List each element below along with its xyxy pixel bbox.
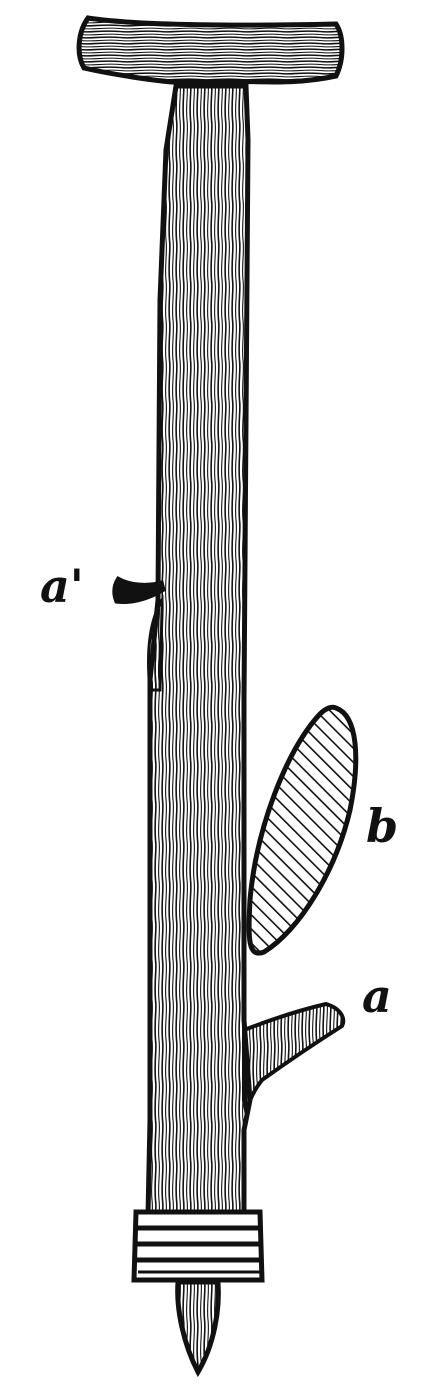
label-b: b: [366, 799, 398, 853]
dibble-shaft: [145, 83, 253, 1218]
blade-b: [246, 704, 359, 956]
label-a: a: [362, 969, 392, 1023]
ferrule-binding: [131, 1209, 265, 1283]
dibble-tip: [175, 1279, 221, 1378]
label-a-prime: a': [40, 559, 84, 613]
peg-a: [242, 1001, 346, 1117]
handle-crossbar: [76, 15, 345, 85]
peg-a-prime: [112, 575, 166, 692]
